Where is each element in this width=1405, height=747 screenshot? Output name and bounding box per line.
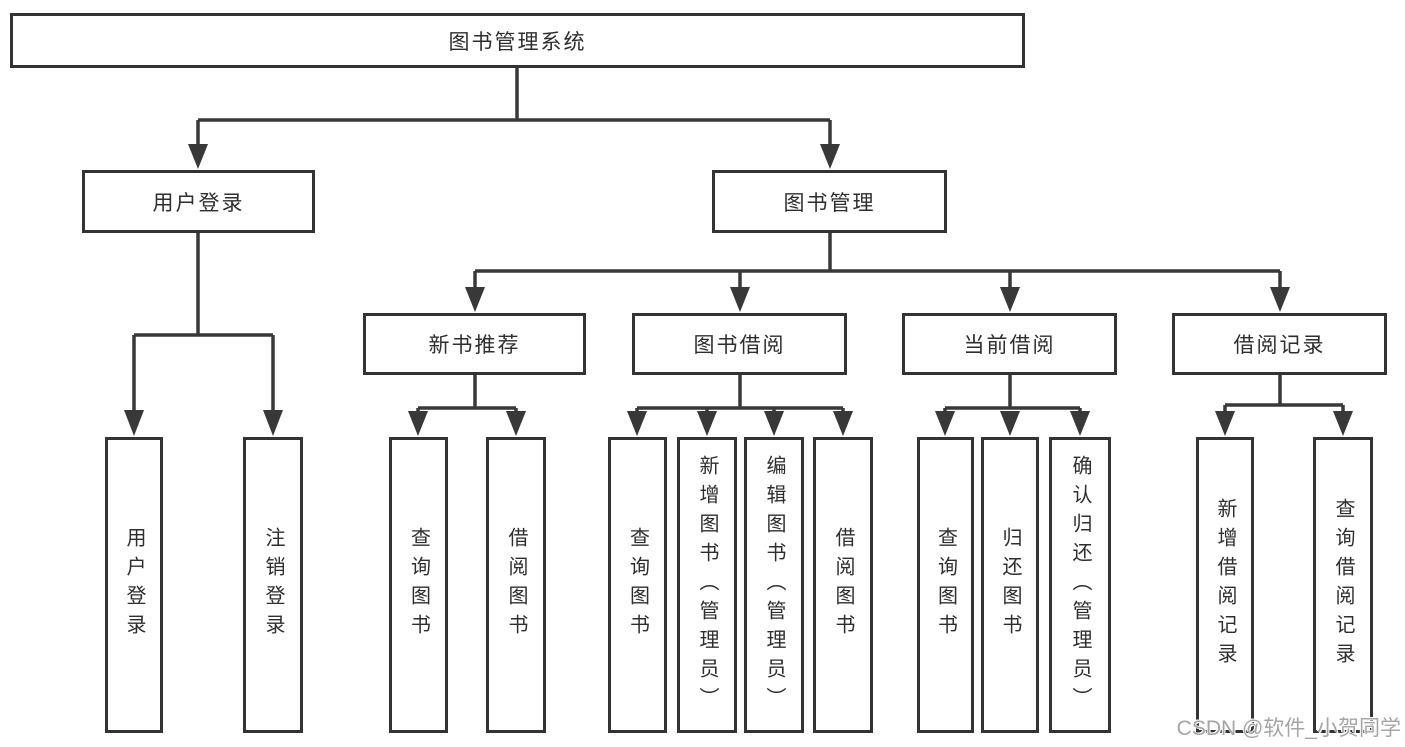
leaf-borrow-books-borrow: 借阅图书	[813, 437, 873, 733]
node-label: 图书借阅	[693, 334, 786, 357]
leaf-add-book-admin: 新增图书（管理员）	[677, 437, 737, 733]
arrowheads	[124, 144, 1353, 436]
leaf-query-books-borrow: 查询图书	[608, 437, 667, 733]
node-label: 查询图书	[407, 527, 430, 643]
node-label: 编辑图书（管理员）	[763, 454, 785, 716]
node-label: 确认归还（管理员）	[1069, 454, 1091, 716]
leaf-user-login: 用户登录	[105, 437, 163, 733]
node-label: 注销登录	[262, 527, 284, 643]
leaf-edit-book-admin: 编辑图书（管理员）	[744, 437, 804, 733]
node-label: 用户登录	[123, 527, 145, 643]
node-label: 当前借阅	[963, 334, 1056, 357]
leaf-confirm-return-admin: 确认归还（管理员）	[1049, 437, 1111, 733]
node-label: 借阅记录	[1233, 334, 1326, 357]
leaf-return-books: 归还图书	[981, 437, 1039, 733]
leaf-query-borrow-record: 查询借阅记录	[1313, 437, 1373, 733]
node-new-book-recommend: 新书推荐	[363, 313, 586, 375]
node-label: 用户登录	[152, 191, 245, 215]
node-book-borrow: 图书借阅	[632, 313, 847, 375]
leaf-query-books-recommend: 查询图书	[389, 437, 448, 733]
connector-strokes	[132, 68, 1345, 412]
node-current-borrow: 当前借阅	[902, 313, 1117, 375]
node-label: 新书推荐	[428, 334, 521, 357]
node-borrow-records: 借阅记录	[1172, 313, 1387, 375]
node-root: 图书管理系统	[10, 13, 1025, 68]
node-user-login: 用户登录	[82, 170, 315, 233]
node-label: 图书管理系统	[448, 30, 587, 54]
leaf-borrow-books-recommend: 借阅图书	[486, 437, 546, 733]
node-label: 归还图书	[999, 527, 1021, 643]
leaf-query-books-current: 查询图书	[917, 437, 974, 733]
csdn-watermark: CSDN @软件_小贺同学	[1176, 717, 1401, 740]
node-label: 新增借阅记录	[1214, 498, 1236, 672]
node-label: 新增图书（管理员）	[696, 454, 718, 716]
node-label: 借阅图书	[505, 527, 527, 643]
node-label: 图书管理	[783, 191, 876, 215]
node-label: 查询图书	[934, 527, 957, 643]
node-book-management: 图书管理	[712, 170, 947, 233]
leaf-add-borrow-record: 新增借阅记录	[1196, 437, 1254, 733]
node-label: 查询借阅记录	[1332, 498, 1354, 672]
node-label: 查询图书	[626, 527, 649, 643]
node-label: 借阅图书	[832, 527, 854, 643]
leaf-logout: 注销登录	[243, 437, 303, 733]
